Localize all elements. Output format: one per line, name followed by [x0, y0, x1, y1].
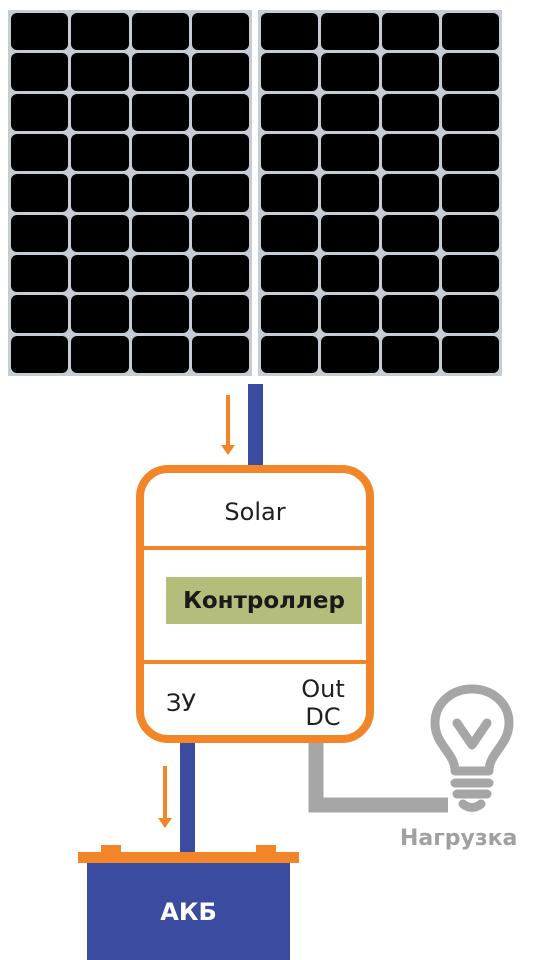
solar-cell: [441, 93, 499, 131]
solar-cell: [261, 174, 319, 212]
solar-cell: [131, 335, 189, 373]
battery-terminal-right: [256, 845, 276, 854]
solar-cell: [381, 174, 439, 212]
solar-cell: [11, 133, 69, 172]
solar-cell: [441, 13, 499, 51]
controller-dc-label: DC: [305, 703, 341, 731]
solar-cell: [191, 174, 249, 212]
solar-cell: [131, 174, 189, 212]
solar-cell: [191, 214, 249, 252]
solar-cell: [71, 133, 129, 172]
solar-cell: [11, 295, 69, 333]
solar-cell: [11, 53, 69, 91]
solar-cell: [321, 174, 379, 212]
load-label: Нагрузка: [400, 826, 518, 851]
solar-cell: [131, 214, 189, 252]
battery-lid: [78, 852, 299, 863]
controller-charger-port-label: ЗУ: [166, 689, 197, 717]
solar-cell: [191, 13, 249, 51]
solar-cell: [71, 214, 129, 252]
solar-cell: [441, 295, 499, 333]
solar-cell: [71, 174, 129, 212]
solar-cell: [321, 254, 379, 293]
solar-cell: [131, 295, 189, 333]
solar-cell: [441, 133, 499, 172]
solar-cell: [191, 93, 249, 131]
solar-cell: [131, 93, 189, 131]
solar-cell: [71, 53, 129, 91]
solar-cell: [261, 133, 319, 172]
wire-controller-to-battery: [180, 743, 195, 853]
solar-cell: [261, 335, 319, 373]
solar-cell: [11, 174, 69, 212]
solar-cell: [191, 254, 249, 293]
solar-cell: [441, 174, 499, 212]
solar-cell: [11, 335, 69, 373]
solar-cell: [261, 214, 319, 252]
solar-panel-left: [8, 10, 252, 376]
solar-cell: [381, 13, 439, 51]
solar-cell: [131, 133, 189, 172]
solar-cell: [11, 214, 69, 252]
solar-cell: [381, 214, 439, 252]
solar-cell: [131, 254, 189, 293]
controller-divider-top: [144, 546, 366, 550]
controller-solar-label: Solar: [224, 498, 286, 526]
battery-terminal-left: [101, 845, 121, 854]
solar-cell: [321, 13, 379, 51]
solar-cell: [11, 13, 69, 51]
solar-cell: [441, 254, 499, 293]
battery: АКБ: [87, 863, 290, 960]
solar-cell: [381, 295, 439, 333]
charge-controller: Solar Контроллер ЗУ Out DC: [136, 465, 374, 743]
solar-cell: [261, 53, 319, 91]
solar-cell: [381, 53, 439, 91]
controller-title: Контроллер: [166, 577, 362, 624]
battery-label: АКБ: [160, 897, 217, 926]
solar-cell: [321, 133, 379, 172]
solar-cell: [11, 93, 69, 131]
solar-cell: [441, 335, 499, 373]
solar-cell: [191, 335, 249, 373]
controller-out-label: Out: [301, 675, 345, 703]
solar-cell: [381, 254, 439, 293]
solar-cell: [71, 335, 129, 373]
solar-cell: [71, 295, 129, 333]
solar-cell: [11, 254, 69, 293]
solar-cell: [131, 53, 189, 91]
solar-cell: [71, 254, 129, 293]
solar-cell: [381, 93, 439, 131]
solar-cell: [321, 295, 379, 333]
light-bulb-icon: [430, 684, 514, 812]
solar-cell: [321, 53, 379, 91]
solar-cell: [321, 335, 379, 373]
solar-cell: [441, 53, 499, 91]
wire-panel-to-controller: [248, 384, 263, 468]
solar-cell: [191, 133, 249, 172]
solar-cell: [191, 53, 249, 91]
solar-cell: [321, 214, 379, 252]
controller-divider-bottom: [144, 660, 366, 664]
solar-cell: [261, 13, 319, 51]
solar-cell: [71, 13, 129, 51]
solar-cell: [191, 295, 249, 333]
solar-cell: [321, 93, 379, 131]
solar-cell: [261, 254, 319, 293]
solar-cell: [381, 133, 439, 172]
solar-panel-right: [258, 10, 502, 376]
solar-cell: [381, 335, 439, 373]
solar-cell: [261, 295, 319, 333]
solar-cell: [441, 214, 499, 252]
solar-cell: [131, 13, 189, 51]
solar-cell: [261, 93, 319, 131]
solar-cell: [71, 93, 129, 131]
